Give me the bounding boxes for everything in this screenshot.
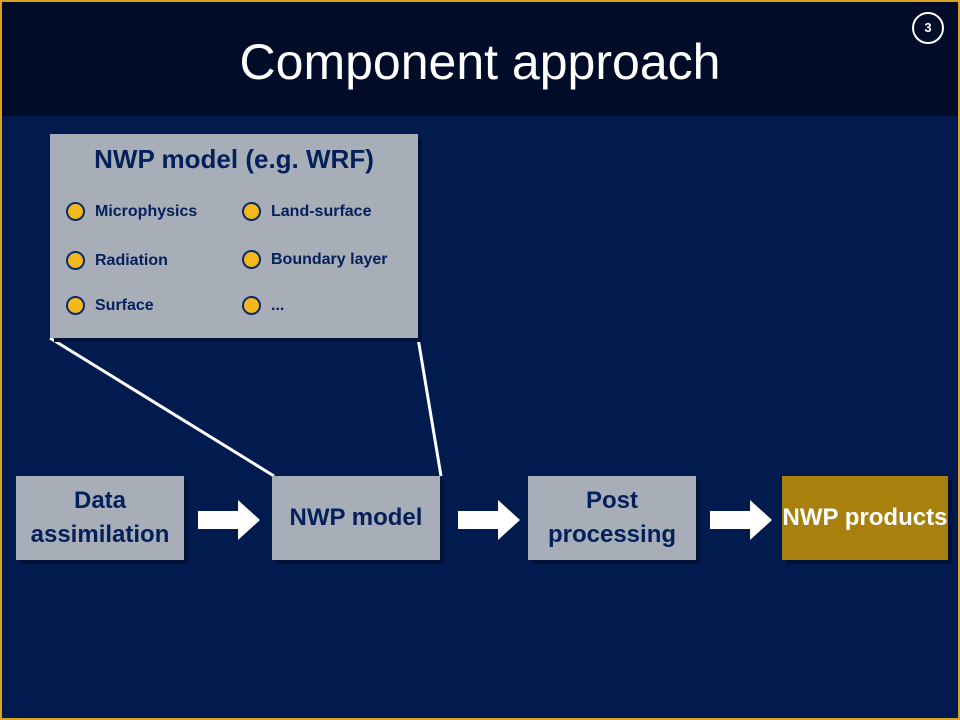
page-number-badge: 3 [912, 12, 944, 44]
post-processing-box: Post processing [528, 476, 696, 560]
arrow-right-icon [710, 500, 772, 540]
data-assimilation-box: Data assimilation [16, 476, 184, 560]
component-item-more: ... [242, 296, 284, 315]
component-label: ... [271, 296, 285, 314]
component-label: Radiation [95, 251, 168, 269]
bullet-icon [242, 250, 261, 269]
bullet-icon [66, 202, 85, 221]
title-bar: Component approach 3 [2, 2, 958, 116]
bullet-icon [66, 296, 85, 315]
component-item-radiation: Radiation [66, 251, 168, 270]
zoom-line-left [49, 336, 275, 478]
arrow-right-icon [458, 500, 520, 540]
bullet-icon [66, 251, 85, 270]
bullet-icon [242, 202, 261, 221]
detail-panel-title: NWP model (e.g. WRF) [94, 144, 374, 174]
slide-title: Component approach [239, 34, 721, 90]
component-item-boundary-layer: Boundary layer [242, 250, 387, 269]
component-item-surface: Surface [66, 296, 154, 315]
component-item-land-surface: Land-surface [242, 202, 371, 221]
nwp-model-detail-panel: NWP model (e.g. WRF) Microphysics Land-s… [50, 134, 418, 338]
zoom-line-right [416, 337, 443, 477]
component-label: Land-surface [271, 202, 372, 220]
nwp-model-box: NWP model [272, 476, 440, 560]
component-label: Boundary layer [271, 250, 388, 268]
bullet-icon [242, 296, 261, 315]
arrow-right-icon [198, 500, 260, 540]
component-label: Surface [95, 296, 154, 314]
nwp-products-box: NWP products [782, 476, 948, 560]
component-item-microphysics: Microphysics [66, 202, 197, 221]
component-label: Microphysics [95, 202, 198, 220]
